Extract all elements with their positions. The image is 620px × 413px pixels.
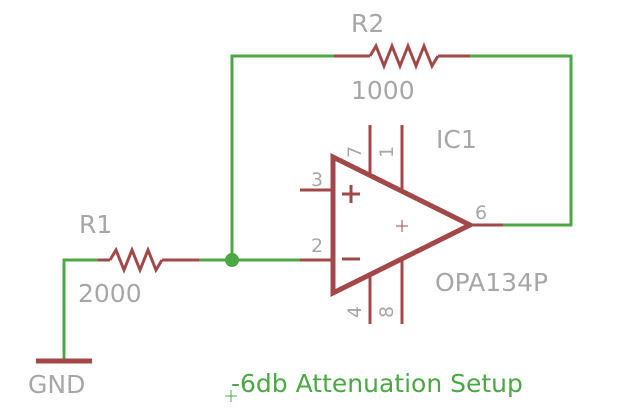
r1-value: 2000	[78, 279, 142, 308]
pin6-number: 6	[475, 202, 487, 224]
r2-name: R2	[351, 9, 384, 38]
wires	[62, 54, 573, 362]
pin2-number: 2	[311, 235, 323, 257]
opamp-ic1	[300, 125, 503, 324]
wire-node-to-r2	[230, 54, 336, 262]
ic1-part: OPA134P	[435, 268, 548, 297]
r1-name: R1	[79, 210, 112, 239]
gnd-label: GND	[28, 370, 85, 399]
note-text: -6db Attenuation Setup	[231, 369, 523, 398]
r2-value: 1000	[351, 76, 415, 105]
pin1-number: 1	[376, 146, 398, 158]
wire-r2-to-output	[468, 54, 573, 227]
pin8-number: 8	[376, 306, 398, 318]
wire-gnd-to-r1	[62, 258, 100, 362]
junction-dot	[225, 253, 239, 267]
pin4-number: 4	[344, 306, 366, 318]
resistor-r2	[334, 41, 470, 71]
pin7-number: 7	[344, 146, 366, 158]
resistor-r1	[98, 245, 199, 275]
ic1-name: IC1	[436, 125, 477, 154]
pin3-number: 3	[311, 169, 323, 191]
note-origin-cross	[225, 390, 237, 402]
